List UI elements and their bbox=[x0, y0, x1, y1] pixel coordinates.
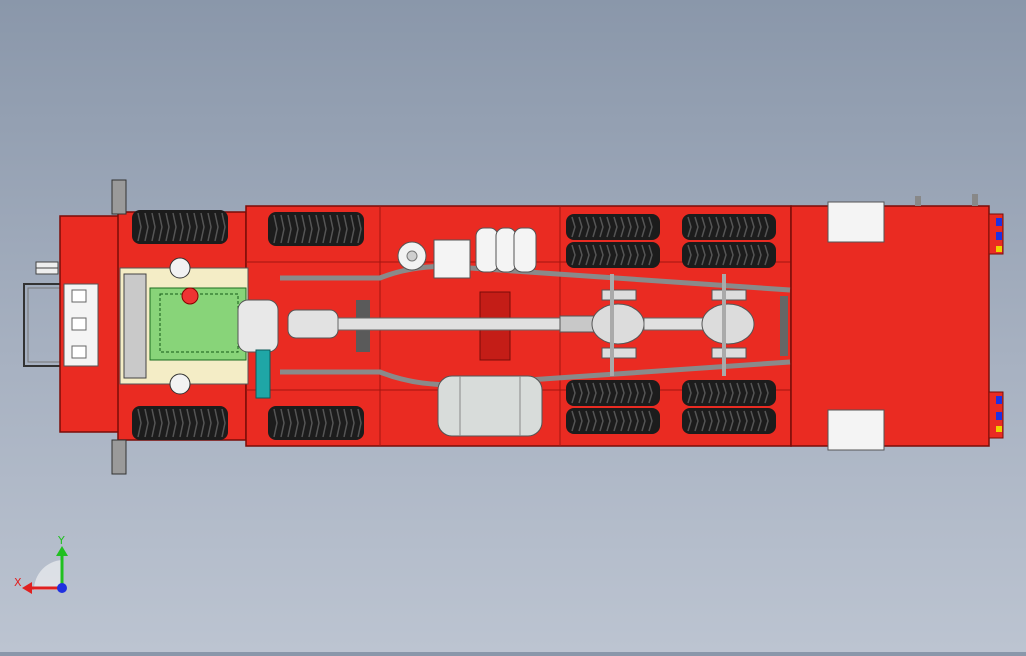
tanks bbox=[397, 227, 543, 437]
front-right-tire bbox=[132, 406, 228, 440]
rear2-left-outer-tire bbox=[682, 214, 776, 240]
tires bbox=[132, 210, 776, 440]
rear2-right-inner-tire bbox=[682, 380, 776, 406]
rear1-right-outer-tire bbox=[566, 408, 660, 434]
z-axis-dot bbox=[57, 583, 67, 593]
x-axis-label: X bbox=[14, 576, 22, 589]
rear1-right-inner-tire bbox=[566, 380, 660, 406]
rear1-left-inner-tire bbox=[566, 242, 660, 268]
axis-triad: Y X bbox=[14, 534, 68, 594]
rear-compartment bbox=[790, 194, 1004, 451]
rear1-left-outer-tire bbox=[566, 214, 660, 240]
second-right-tire bbox=[268, 406, 364, 440]
front-left-tire bbox=[132, 210, 228, 244]
second-left-tire bbox=[268, 212, 364, 246]
rear2-right-outer-tire bbox=[682, 408, 776, 434]
engine-bay bbox=[119, 257, 279, 399]
drivetrain bbox=[287, 274, 755, 376]
rear2-left-inner-tire bbox=[682, 242, 776, 268]
y-axis-label: Y bbox=[57, 534, 65, 547]
